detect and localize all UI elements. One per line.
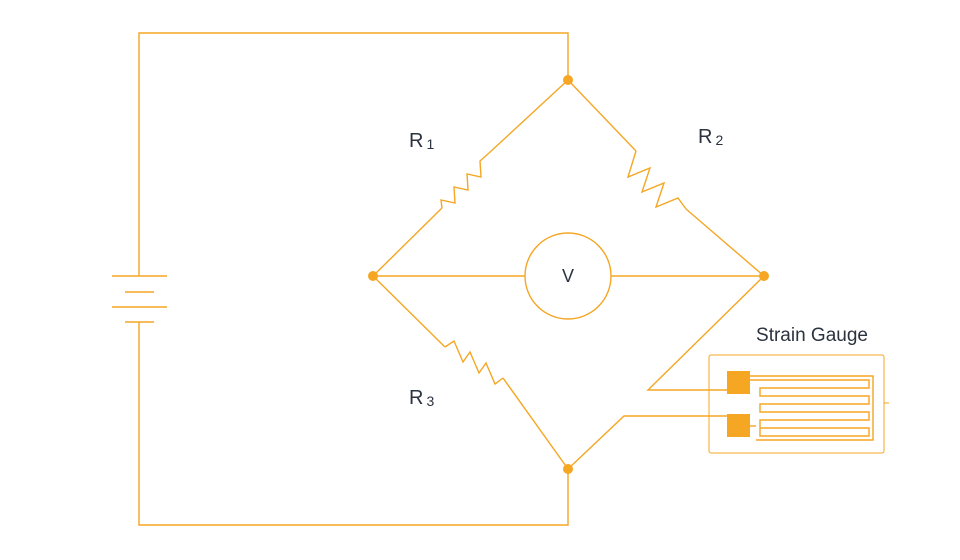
strain-gauge-icon — [708, 354, 889, 454]
wire-top-outer — [138, 32, 569, 276]
resistor-r2 — [567, 79, 765, 277]
strain-gauge-arm — [567, 275, 765, 470]
voltmeter-label: V — [562, 266, 574, 286]
resistor-r1 — [372, 79, 569, 277]
voltmeter-circle — [524, 232, 612, 320]
wire-bottom-outer — [138, 322, 569, 526]
battery-icon — [112, 275, 167, 323]
node-bottom — [563, 464, 573, 474]
node-left — [368, 271, 378, 281]
node-right — [759, 271, 769, 281]
resistor-r3 — [372, 275, 569, 470]
node-top — [563, 75, 573, 85]
strain-gauge-label: Strain Gauge — [756, 325, 868, 346]
